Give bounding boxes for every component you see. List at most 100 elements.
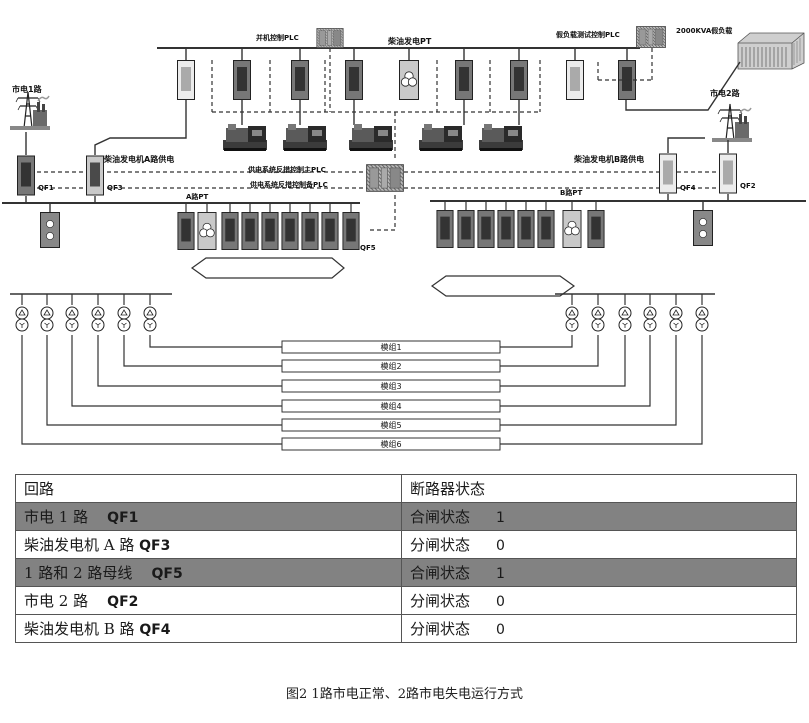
- circuit-name: 市电 1 路: [24, 508, 89, 526]
- transformer-icon: [15, 306, 29, 332]
- generator-cabinet-3: [345, 60, 363, 100]
- state-value: 0: [496, 622, 505, 638]
- circuit-name: 柴油发电机 B 路: [24, 620, 135, 638]
- figure-caption: 图2 1路市电正常、2路市电失电运行方式: [286, 687, 523, 702]
- generator-cabinet-2: [291, 60, 309, 100]
- transformer-icon: [618, 306, 632, 332]
- qf5-breaker-cabinet: [342, 212, 360, 250]
- transformer-icon: [91, 306, 105, 332]
- module-5: 模组5: [281, 418, 501, 432]
- pt-a-cabinet: [197, 212, 217, 250]
- module-5-label: 模组5: [380, 420, 401, 430]
- grid-tower-icon: [712, 103, 752, 143]
- grid2-label: 市电2路: [710, 88, 741, 98]
- transformer-icon: [65, 306, 79, 332]
- circuit-name: 市电 2 路: [24, 592, 89, 610]
- transformer-icon: [669, 306, 683, 332]
- bus-b-feeder-cabinet: [436, 210, 454, 248]
- qf3-breaker-cabinet: [86, 155, 104, 196]
- pt-b-cabinet: [562, 210, 582, 248]
- gen-b-supply-label: 柴油发电机B路供电: [573, 154, 644, 164]
- generator-cabinet-1: [233, 60, 251, 100]
- bus-a-feeder-cabinet: [241, 212, 259, 250]
- backup-plc-label: 供电系统反措控制备PLC: [249, 180, 328, 189]
- qf3-label: QF3: [107, 184, 123, 192]
- generator-icon: [349, 124, 393, 151]
- breaker-id: QF1: [107, 510, 139, 526]
- bus-a-feeder-cabinet: [281, 212, 299, 250]
- header-circuit: 回路: [15, 474, 402, 503]
- plc-control-lines: [30, 48, 735, 231]
- bus-b-feeder-cabinet: [537, 210, 555, 248]
- qf2-label: QF2: [740, 182, 756, 190]
- header-breaker-state: 断路器状态: [401, 474, 797, 503]
- module-3: 模组3: [281, 379, 501, 393]
- grid-tower-icon: [10, 91, 50, 131]
- transformer-icon: [695, 306, 709, 332]
- transformer-icon: [565, 306, 579, 332]
- bus-b-feeder-cabinet: [517, 210, 535, 248]
- pt-a-label: A路PT: [186, 192, 209, 201]
- breaker-id: QF3: [139, 538, 171, 554]
- diesel-pt-label: 柴油发电PT: [387, 36, 432, 46]
- breaker-state: 合闸状态: [410, 508, 471, 526]
- qf4-breaker-cabinet: [659, 153, 677, 194]
- module-6: 模组6: [281, 437, 501, 451]
- transformer-icon: [117, 306, 131, 332]
- qf2-breaker-cabinet: [719, 153, 737, 194]
- bus-a-link-arrow: [190, 257, 345, 279]
- breaker-id: QF5: [151, 566, 183, 582]
- qf5-label: QF5: [360, 244, 376, 252]
- bus-b-link-arrow: [430, 275, 576, 297]
- bus-b-feeder-cabinet: [497, 210, 515, 248]
- diesel-pt-cabinet: [399, 60, 419, 100]
- dummy-load-cabinet: [566, 60, 584, 100]
- circuit-name: 1 路和 2 路母线: [24, 564, 133, 582]
- main-plc-label: 供电系统反措控制主PLC: [247, 165, 326, 174]
- pt-b-label: B路PT: [560, 188, 582, 197]
- dummy-load-plc-icon: [636, 26, 666, 48]
- module-2-label: 模组2: [380, 361, 401, 371]
- generator-icon: [283, 124, 327, 151]
- module-4-label: 模组4: [380, 401, 401, 411]
- state-value: 1: [496, 510, 505, 526]
- power-system-diagram: 并机控制PLC 假负载测试控制PLC 柴油发电PT 2000KVA假负载 供电系…: [2, 26, 806, 451]
- module-4: 模组4: [281, 399, 501, 413]
- breaker-id: QF2: [107, 594, 139, 610]
- indicator-panel-icon: [40, 212, 60, 248]
- table-row: 市电 2 路 QF2 分闸状态 0: [15, 586, 797, 615]
- breaker-state: 分闸状态: [410, 536, 471, 554]
- parallel-plc-label: 并机控制PLC: [256, 33, 299, 42]
- gen-a-bus-cabinet: [177, 60, 195, 100]
- dummy-load-icon: [737, 32, 805, 70]
- bus-a-feeder-cabinet: [321, 212, 339, 250]
- generator-cabinet-5: [510, 60, 528, 100]
- dummy-load-plc-label: 假负载测试控制PLC: [556, 30, 620, 39]
- indicator-panel-icon: [693, 210, 713, 246]
- generator-icon: [479, 124, 523, 151]
- bus-b-feeder-cabinet: [477, 210, 495, 248]
- breaker-id: QF4: [139, 622, 171, 638]
- transformer-icon: [143, 306, 157, 332]
- generator-icon: [223, 124, 267, 151]
- bus-b-incoming-cabinet: [587, 210, 605, 248]
- bus-a-feeder-cabinet: [261, 212, 279, 250]
- grid1-label: 市电1路: [12, 84, 43, 94]
- breaker-state: 分闸状态: [410, 592, 471, 610]
- transformer-icon: [643, 306, 657, 332]
- qf4-label: QF4: [680, 184, 696, 192]
- bus-b-feeder-cabinet: [457, 210, 475, 248]
- state-value: 0: [496, 594, 505, 610]
- state-value: 1: [496, 566, 505, 582]
- bus-a-incoming-cabinet: [177, 212, 195, 250]
- breaker-status-table: 回路 断路器状态 市电 1 路 QF1 合闸状态 1 柴油发电机 A 路 QF3 …: [15, 474, 797, 643]
- module-1: 模组1: [281, 340, 501, 354]
- breaker-state: 分闸状态: [410, 620, 471, 638]
- generator-cabinet-4: [455, 60, 473, 100]
- control-plc-icon: [366, 163, 404, 193]
- bus-a-feeder-cabinet: [301, 212, 319, 250]
- transformer-icon: [591, 306, 605, 332]
- qf1-breaker-cabinet: [17, 155, 35, 196]
